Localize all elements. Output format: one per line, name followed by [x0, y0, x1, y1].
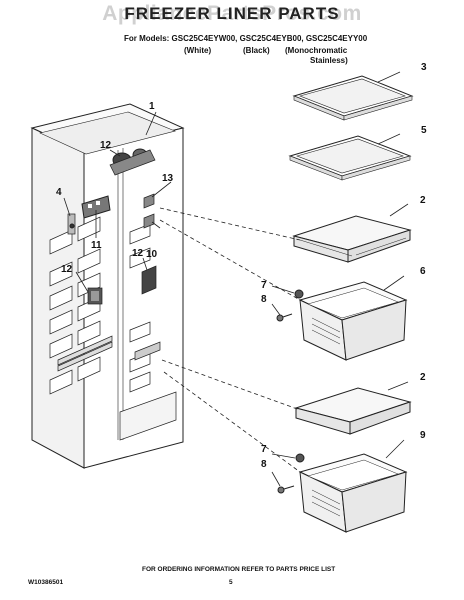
- shelf-assembly-2-upper: [292, 215, 412, 263]
- callout-10: 10: [146, 249, 158, 260]
- shelf-supports: [141, 193, 157, 295]
- callout-8-lower: 8: [261, 459, 267, 470]
- crisper-pan-9: [298, 453, 408, 533]
- callout-2-lower: 2: [420, 372, 426, 383]
- glass-shelf-5: [288, 135, 412, 181]
- freezer-liner: [30, 103, 185, 469]
- models-line: For Models: GSC25C4EYW00, GSC25C4EYB00, …: [124, 34, 368, 43]
- variant-white: (White): [184, 46, 212, 55]
- callout-11: 11: [91, 240, 102, 251]
- callout-12-right: 12: [132, 248, 144, 259]
- variant-stainless: Stainless): [310, 56, 348, 65]
- callout-3: 3: [421, 62, 427, 73]
- callout-13: 13: [162, 173, 174, 184]
- watermark: AppliancePartsPros.com: [102, 2, 362, 25]
- clip-part-4: [67, 213, 76, 235]
- page-number: 5: [229, 579, 233, 586]
- callout-12-top: 12: [100, 140, 112, 151]
- shelf-assembly-2-lower: [294, 387, 412, 435]
- callout-6: 6: [420, 266, 426, 277]
- callout-8-upper: 8: [261, 294, 267, 305]
- leader-lines: [63, 71, 409, 487]
- thermostat-housing: [81, 195, 111, 219]
- variant-monochromatic: (Monochromatic: [285, 46, 348, 55]
- callout-4: 4: [56, 187, 62, 198]
- light-housing: [87, 287, 103, 305]
- callout-9: 9: [420, 430, 426, 441]
- control-housing: [109, 148, 156, 176]
- callout-12-left: 12: [61, 264, 73, 275]
- ordering-note: FOR ORDERING INFORMATION REFER TO PARTS …: [142, 566, 336, 573]
- variant-black: (Black): [243, 46, 270, 55]
- callout-2-upper: 2: [420, 195, 426, 206]
- glass-shelf-3: [292, 75, 414, 121]
- page-title: FREEZER LINER PARTS: [124, 4, 340, 23]
- callout-7-lower: 7: [261, 444, 267, 455]
- slide-hardware-lower: [277, 453, 305, 494]
- doc-number: W10386501: [28, 579, 64, 586]
- callout-5: 5: [421, 125, 427, 136]
- callout-1: 1: [149, 101, 155, 112]
- crisper-pan-6: [298, 281, 408, 361]
- callout-7-upper: 7: [261, 280, 267, 291]
